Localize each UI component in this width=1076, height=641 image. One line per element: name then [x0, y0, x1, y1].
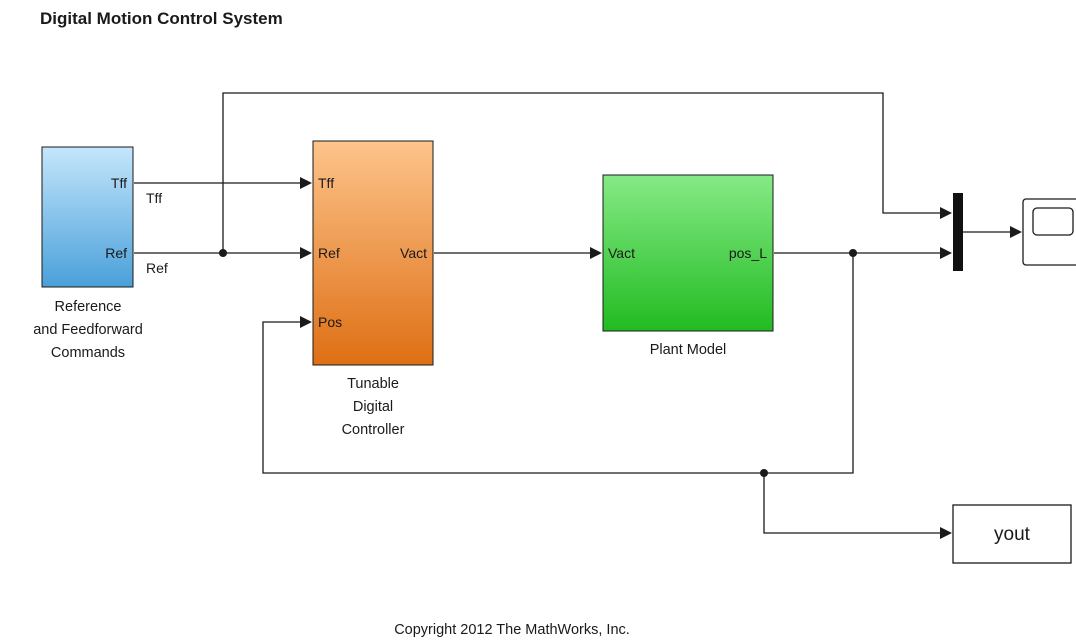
controller-port-tff-label: Tff: [318, 175, 334, 191]
copyright-text: Copyright 2012 The MathWorks, Inc.: [394, 622, 630, 638]
tff-arrowhead: [300, 177, 312, 189]
reference-port-ref-label: Ref: [105, 245, 127, 261]
plant-block-body[interactable]: [602, 174, 774, 332]
controller-block-body[interactable]: [312, 140, 434, 366]
diagram-title: Digital Motion Control System: [40, 9, 283, 28]
reference-block-caption-line2: and Feedforward: [33, 322, 143, 338]
plant-model-block[interactable]: Vact pos_L: [602, 174, 774, 332]
mux-top-arrowhead: [940, 207, 952, 219]
yout-arrowhead: [940, 527, 952, 539]
yout-workspace-block[interactable]: yout: [952, 504, 1072, 564]
plant-port-vact-label: Vact: [608, 245, 635, 261]
controller-port-pos-label: Pos: [318, 314, 342, 330]
ref-branch-to-mux-line[interactable]: [222, 92, 940, 253]
reference-block-caption-line1: Reference: [55, 299, 122, 315]
plant-port-pos-l-label: pos_L: [729, 245, 767, 261]
reference-block-body[interactable]: [41, 146, 134, 288]
pos-arrowhead: [300, 316, 312, 328]
scope-arrowhead: [1010, 226, 1022, 238]
mux-block[interactable]: [953, 193, 963, 271]
mux-bottom-arrowhead: [940, 247, 952, 259]
ref-signal-label: Ref: [146, 260, 168, 276]
controller-block-caption-line1: Tunable: [347, 376, 399, 392]
reference-block-caption-line3: Commands: [51, 345, 125, 361]
reference-port-tff-label: Tff: [111, 175, 127, 191]
pos-branch-point: [849, 249, 857, 257]
controller-block-caption-line2: Digital: [353, 399, 393, 415]
controller-block-caption-line3: Controller: [342, 422, 405, 438]
controller-port-ref-label: Ref: [318, 245, 340, 261]
yout-signal-line[interactable]: [763, 473, 940, 534]
scope-screen-icon: [1032, 207, 1074, 236]
yout-branch-point: [760, 469, 768, 477]
vact-arrowhead: [590, 247, 602, 259]
pos-feedback-line[interactable]: [262, 253, 854, 474]
ref-arrowhead: [300, 247, 312, 259]
reference-feedforward-block[interactable]: Tff Ref: [41, 146, 134, 288]
plant-block-caption: Plant Model: [650, 342, 727, 358]
controller-port-vact-label: Vact: [400, 245, 427, 261]
ref-branch-point: [219, 249, 227, 257]
tff-signal-label: Tff: [146, 190, 162, 206]
scope-block[interactable]: [1022, 198, 1076, 266]
yout-block-body[interactable]: [952, 504, 1072, 564]
tunable-digital-controller-block[interactable]: Tff Ref Pos Vact: [312, 140, 434, 366]
yout-block-label: yout: [994, 524, 1031, 545]
